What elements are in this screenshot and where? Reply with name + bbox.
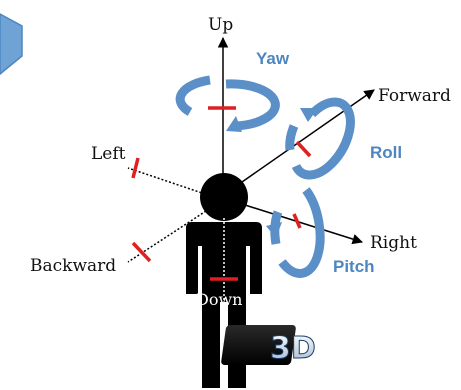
forward-axis [241, 89, 375, 183]
right-axis [244, 204, 364, 245]
label-yaw: Yaw [256, 49, 290, 68]
label-up: Up [208, 15, 233, 35]
label-left: Left [91, 144, 126, 164]
label-roll: Roll [370, 143, 402, 162]
pitch-rotation-arrow [266, 187, 325, 278]
axis-markers [131, 106, 312, 281]
left-axis [127, 167, 206, 195]
badge-label: 3D [270, 331, 316, 366]
roll-rotation-arrow [285, 97, 355, 180]
label-down: Down [196, 290, 242, 309]
person-head [200, 173, 248, 221]
label-forward: Forward [378, 86, 451, 106]
roll-marker [295, 140, 312, 158]
left-marker [131, 157, 140, 179]
backward-marker [131, 241, 152, 263]
yaw-rotation-arrow [175, 75, 280, 132]
3d-badge: 3D [221, 325, 316, 367]
label-backward: Backward [30, 256, 116, 276]
label-right: Right [370, 233, 417, 253]
corner-shape [0, 13, 23, 75]
label-pitch: Pitch [333, 257, 375, 276]
pitch-marker [292, 213, 302, 229]
